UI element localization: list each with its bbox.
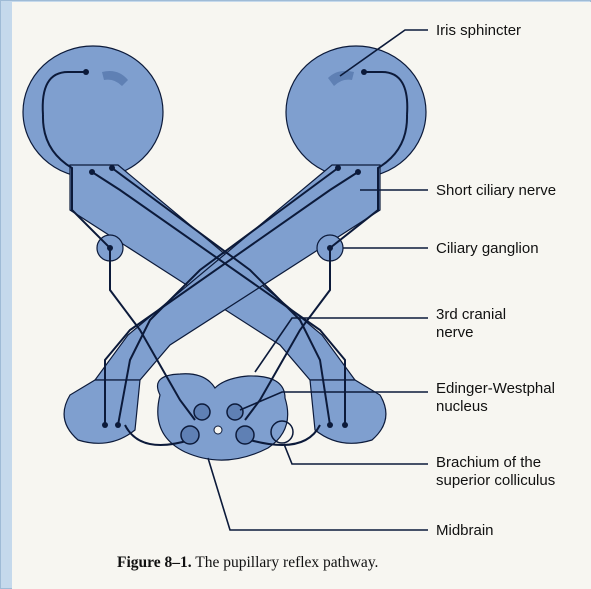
right-eyeball	[286, 46, 426, 178]
figure-number: Figure 8–1.	[117, 554, 192, 571]
label-third-cranial-nerve-line1: 3rd cranial	[436, 306, 506, 324]
label-iris-sphincter: Iris sphincter	[436, 22, 521, 40]
left-edinger-westphal-nucleus	[194, 404, 210, 420]
left-lower-lobe	[64, 380, 140, 443]
leader-midbrain	[208, 458, 428, 530]
right-lower-lobe	[310, 380, 386, 443]
left-eyeball	[23, 46, 163, 178]
leader-brachium	[284, 444, 428, 464]
figure-caption-text: The pupillary reflex pathway.	[195, 554, 378, 571]
label-third-cranial-nerve-line2: nerve	[436, 324, 474, 342]
label-edinger-westphal-line1: Edinger-Westphal	[436, 380, 555, 398]
left-pretectal-nucleus	[181, 426, 199, 444]
pupillary-reflex-diagram	[12, 2, 591, 589]
figure-caption: Figure 8–1. The pupillary reflex pathway…	[117, 554, 378, 572]
label-midbrain: Midbrain	[436, 522, 494, 540]
label-ciliary-ganglion: Ciliary ganglion	[436, 240, 539, 258]
right-pretectal-nucleus	[236, 426, 254, 444]
figure-page: Iris sphincter Short ciliary nerve Cilia…	[12, 2, 591, 589]
label-brachium-line1: Brachium of the	[436, 454, 541, 472]
label-brachium-line2: superior colliculus	[436, 472, 555, 490]
label-short-ciliary-nerve: Short ciliary nerve	[436, 182, 556, 200]
right-edinger-westphal-nucleus	[227, 404, 243, 420]
label-edinger-westphal-line2: nucleus	[436, 398, 488, 416]
